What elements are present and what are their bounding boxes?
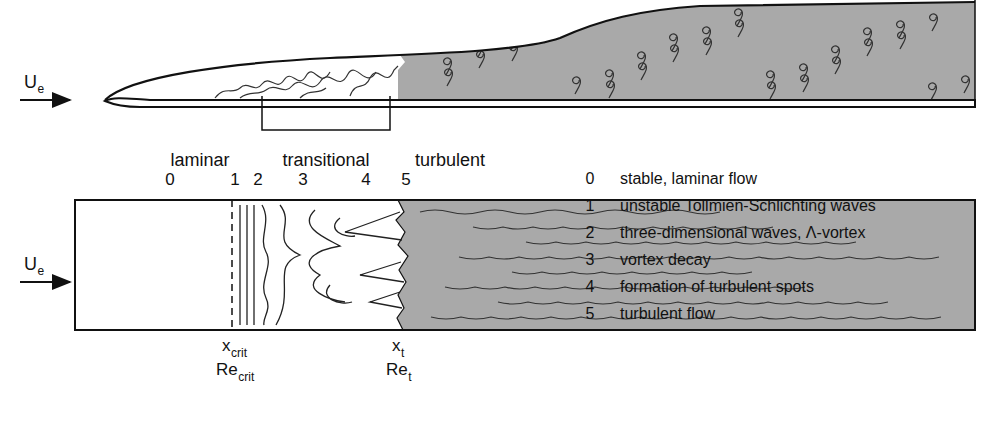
legend-text: formation of turbulent spots — [620, 278, 814, 296]
legend-text: stable, laminar flow — [620, 170, 757, 188]
legend-text: turbulent flow — [620, 305, 715, 323]
transition-waves — [215, 66, 398, 98]
zone-number: 5 — [401, 170, 410, 190]
label: laminar — [170, 150, 229, 171]
turbulent-eddy — [413, 7, 421, 24]
legend-text: unstable Tollmien-Schlichting waves — [620, 197, 876, 215]
turbulent-eddy — [930, 14, 938, 31]
turbulent-streak — [498, 302, 888, 304]
turbulent-eddy — [864, 28, 872, 45]
turbulent-eddy — [573, 77, 581, 94]
legend-text: 0 — [586, 170, 595, 188]
zone-number: 2 — [253, 170, 262, 190]
turbulent-region — [396, 200, 975, 330]
subscript: e — [38, 83, 45, 97]
turbulent-eddy — [703, 27, 711, 44]
turbulent-streak — [512, 272, 752, 274]
zone-number: 0 — [165, 170, 174, 190]
flat-plate — [105, 98, 975, 107]
critical-line — [231, 200, 233, 330]
subscript: e — [38, 265, 45, 279]
label: x — [392, 336, 401, 356]
legend-text: 3 — [586, 251, 595, 269]
label: turbulent — [415, 150, 485, 171]
label: U — [24, 72, 37, 93]
label: Re — [216, 360, 238, 380]
turbulent-eddy — [832, 46, 840, 63]
turbulent-eddy — [541, 15, 549, 32]
legend-text: three-dimensional waves, Λ-vortex — [620, 224, 865, 242]
legend-text: 1 — [586, 197, 595, 215]
legend-text: 2 — [586, 224, 595, 242]
label: transitional — [282, 150, 369, 171]
zone-number: 3 — [298, 170, 307, 190]
turbulent-eddy — [735, 9, 743, 26]
legend-text: vortex decay — [620, 251, 711, 269]
turbulent-eddy — [476, 40, 484, 57]
turbulent-eddy — [574, 8, 582, 25]
transition-bracket — [262, 96, 390, 130]
turbulent-eddy — [800, 64, 808, 81]
turbulent-eddy — [670, 34, 678, 51]
flow-arrow — [20, 99, 70, 101]
zone-number: 4 — [361, 170, 370, 190]
turbulent-eddy — [444, 58, 452, 75]
flow-arrow — [20, 281, 70, 283]
turbulent-eddy — [606, 70, 614, 87]
zone-number: 1 — [230, 170, 239, 190]
turbulent-streak — [526, 242, 856, 244]
boundary-layer-edge — [105, 2, 975, 100]
label: x — [222, 336, 231, 356]
turbulent-eddy — [962, 76, 970, 93]
label: Re — [386, 360, 408, 380]
legend-text: 5 — [586, 305, 595, 323]
subscript: crit — [231, 347, 247, 361]
instability-sketch — [240, 205, 404, 325]
subscript: t — [401, 347, 404, 361]
turbulent-eddy — [767, 71, 775, 88]
subscript: crit — [238, 371, 254, 385]
turbulent-eddy — [897, 21, 905, 38]
subscript: t — [408, 371, 411, 385]
plate-plan-view — [75, 200, 975, 330]
turbulent-eddy — [638, 52, 646, 69]
turbulent-eddy — [929, 83, 937, 100]
label: U — [24, 254, 37, 275]
legend-text: 4 — [586, 278, 595, 296]
